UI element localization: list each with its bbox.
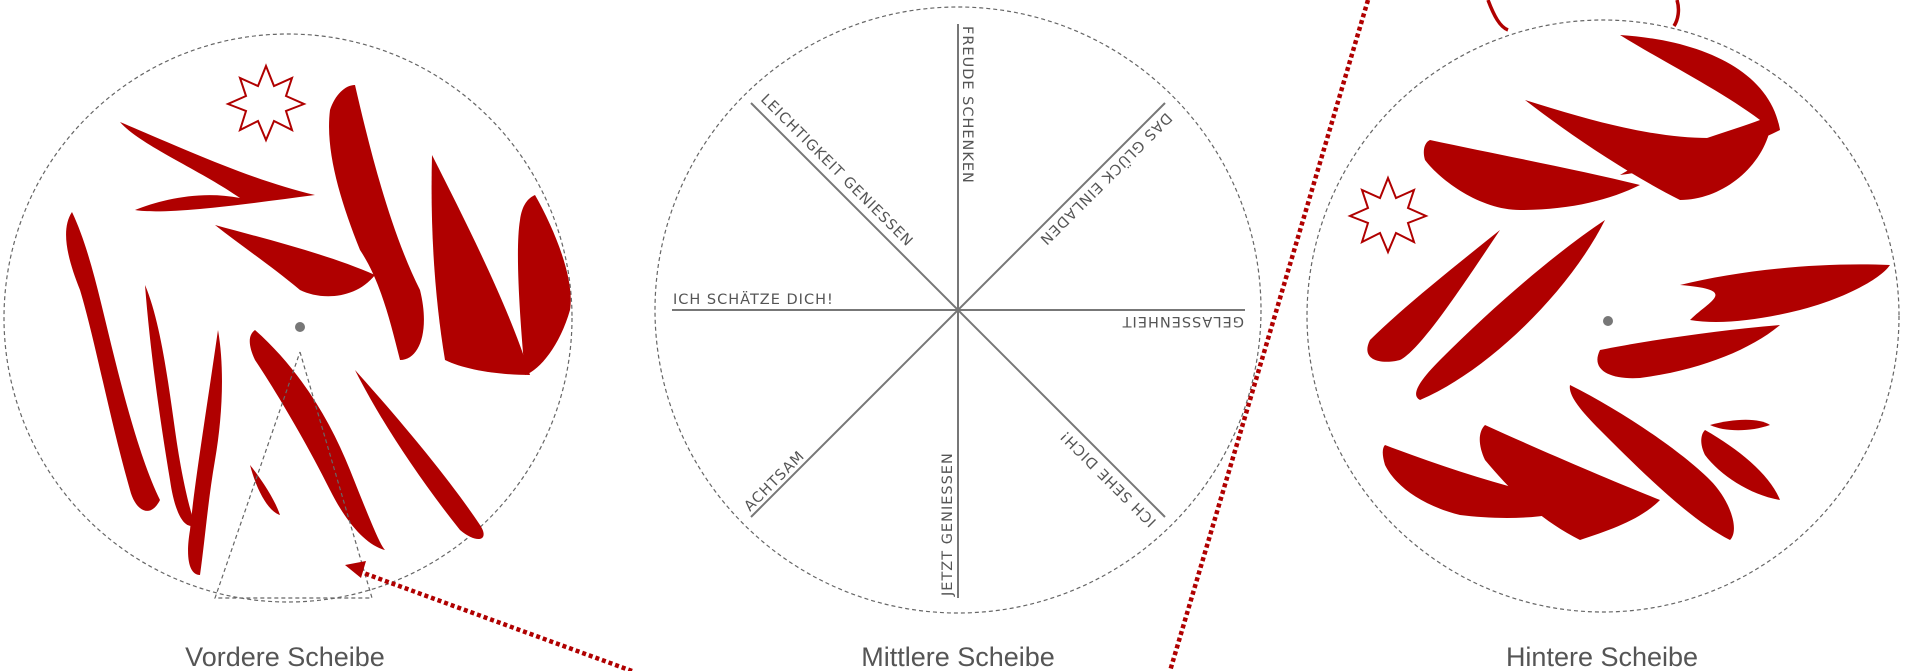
front-shape-9 [250,330,385,550]
front-shape-5 [518,195,571,375]
front-shape-11 [250,465,280,515]
front-disc: Vordere Scheibe [4,34,572,671]
front-shape-2 [215,225,375,296]
front-disc-star-icon [228,66,304,140]
front-disc-center-dot [295,322,305,332]
spoke-label-glueck: DAS GLÜCK EINLADEN [1036,109,1176,249]
middle-disc-caption: Mittlere Scheibe [861,642,1055,671]
middle-disc: FREUDE SCHENKEN DAS GLÜCK EINLADEN GELAS… [655,7,1261,671]
front-disc-caption: Vordere Scheibe [185,642,385,671]
spoke-label-gelassenheit: GELASSENHEIT [1122,313,1244,329]
front-shape-1 [120,122,315,211]
spoke-label-achtsam: ACHTSAM [742,448,809,515]
middle-disc-spokes [672,24,1245,598]
spoke-label-schaetze: ICH SCHÄTZE DICH! [673,290,834,308]
back-shape-6 [1680,264,1890,322]
front-shape-3 [329,85,424,360]
spoke-label-freude: FREUDE SCHENKEN [959,26,975,184]
back-shape-7 [1597,325,1780,378]
hanging-loop-line [1488,0,1678,30]
spoke-label-leichtigkeit: LEICHTIGKEIT GENIESSEN [757,92,916,251]
back-disc-caption: Hintere Scheibe [1506,642,1698,671]
front-shape-8 [188,330,222,575]
back-disc-center-dot [1603,316,1613,326]
front-disc-shapes [66,85,571,575]
front-window-arrowhead-icon [345,561,366,578]
spoke-label-jetzt: JETZT GENIESSEN [940,452,956,597]
back-disc: Hintere Scheibe [1307,20,1899,671]
back-disc-shapes [1367,35,1890,540]
back-disc-star-icon [1350,178,1426,252]
front-shape-6 [66,212,160,511]
front-shape-10 [355,370,484,539]
front-window-arrow-line [358,571,632,671]
back-shape-12 [1710,420,1770,431]
spoke-label-sehe-dich: ICH SEHE DICH! [1057,427,1160,530]
diagonal-connector-line [1170,0,1368,671]
front-shape-4 [432,155,530,375]
